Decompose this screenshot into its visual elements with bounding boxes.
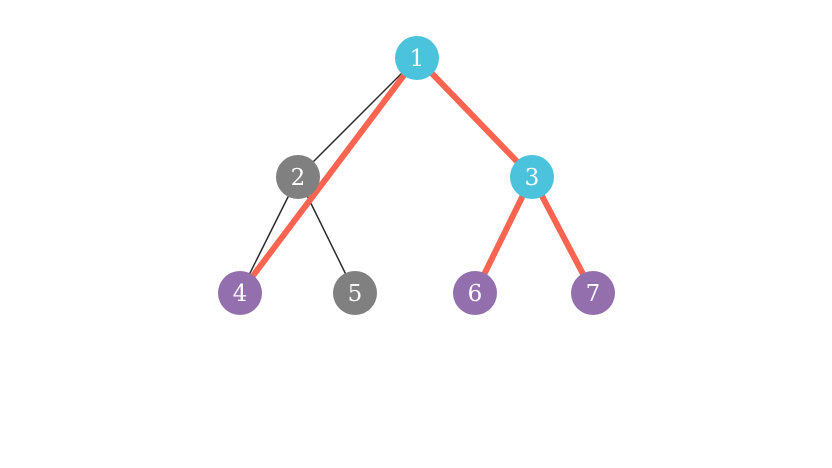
node-circle-5[interactable] xyxy=(333,271,377,315)
node-circle-4[interactable] xyxy=(218,271,262,315)
highlighted-edge-1-3 xyxy=(414,55,535,180)
node-circle-6[interactable] xyxy=(453,271,497,315)
tree-node-2[interactable]: 2 xyxy=(276,155,320,199)
tree-node-7[interactable]: 7 xyxy=(571,271,615,315)
tree-node-3[interactable]: 3 xyxy=(510,155,554,199)
node-layer: 1 2 3 4 5 6 7 xyxy=(218,36,615,315)
node-circle-1[interactable] xyxy=(395,36,439,80)
node-circle-3[interactable] xyxy=(510,155,554,199)
node-circle-7[interactable] xyxy=(571,271,615,315)
tree-node-5[interactable]: 5 xyxy=(333,271,377,315)
tree-node-4[interactable]: 4 xyxy=(218,271,262,315)
tree-edge-1-2 xyxy=(297,57,418,178)
node-circle-2[interactable] xyxy=(276,155,320,199)
highlighted-edge-1-4 xyxy=(237,56,420,295)
tree-node-1[interactable]: 1 xyxy=(395,36,439,80)
tree-node-6[interactable]: 6 xyxy=(453,271,497,315)
